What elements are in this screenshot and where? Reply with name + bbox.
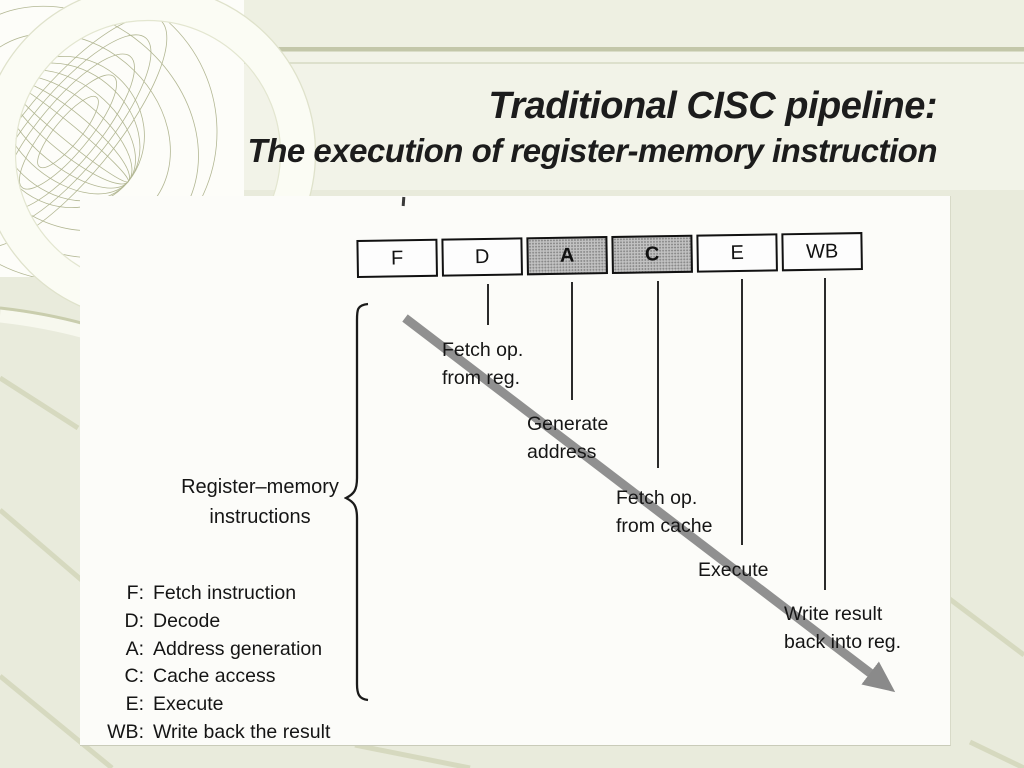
annotation-text: back into reg. xyxy=(784,631,902,653)
diagonal-arrow xyxy=(402,314,896,693)
connector-line-d xyxy=(487,284,489,325)
grouping-brace xyxy=(344,302,369,702)
annotation-text: address xyxy=(527,441,597,463)
connector-line-a xyxy=(571,282,573,400)
legend-row-c: C: Cache access xyxy=(92,663,330,691)
group-label-line-1: Register–memory xyxy=(181,476,339,498)
legend-key: D: xyxy=(124,609,145,632)
annotation-fetch-from-cache: Fetch op. from cache xyxy=(616,484,712,540)
legend-key: A: xyxy=(125,637,144,660)
legend-desc: Address generation xyxy=(153,637,323,660)
group-label-register-memory: Register–memory instructions xyxy=(170,472,350,532)
legend-key: WB: xyxy=(107,720,144,743)
stage-legend: F: Fetch instruction D: Decode A: Addres… xyxy=(92,580,330,747)
connector-line-wb xyxy=(824,278,826,590)
legend-key: E: xyxy=(125,693,144,716)
legend-key: F: xyxy=(126,582,144,604)
annotation-text: Execute xyxy=(698,559,769,581)
legend-key: C: xyxy=(124,665,145,688)
accent-rule-soft xyxy=(0,62,1024,64)
annotation-text: from cache xyxy=(616,515,713,537)
accent-rule xyxy=(0,47,1024,52)
legend-row-f: F: Fetch instruction xyxy=(92,580,330,608)
title-line-1: Traditional CISC pipeline: xyxy=(488,85,937,127)
legend-desc: Decode xyxy=(153,609,221,632)
legend-row-wb: WB: Write back the result xyxy=(92,719,330,747)
annotation-text: Write result xyxy=(784,603,883,625)
annotation-text: Fetch op. xyxy=(442,339,524,361)
legend-row-d: D: Decode xyxy=(92,608,330,636)
annotation-text: Generate xyxy=(527,413,609,435)
diagram-panel: F D A C E WB Fetch op. from reg. xyxy=(80,196,951,746)
slide-title: Traditional CISC pipeline: The execution… xyxy=(247,84,938,171)
legend-row-e: E: Execute xyxy=(92,691,330,719)
annotation-fetch-from-reg: Fetch op. from reg. xyxy=(442,336,523,392)
group-label-line-2: instructions xyxy=(209,506,311,528)
legend-desc: Write back the result xyxy=(153,720,331,743)
connector-line-c xyxy=(657,281,659,468)
corner-arc-decoration xyxy=(0,306,87,339)
legend-desc: Execute xyxy=(153,693,224,716)
annotation-text: Fetch op. xyxy=(616,487,698,509)
legend-desc: Fetch instruction xyxy=(153,582,297,604)
connector-line-e xyxy=(741,279,743,545)
annotation-write-result: Write result back into reg. xyxy=(784,600,901,656)
title-line-2: The execution of register-memory instruc… xyxy=(247,131,938,169)
legend-desc: Cache access xyxy=(153,665,276,688)
annotation-execute: Execute xyxy=(698,556,768,584)
legend-row-a: A: Address generation xyxy=(92,636,330,664)
annotation-text: from reg. xyxy=(442,367,521,389)
annotation-generate-address: Generate address xyxy=(527,410,608,466)
